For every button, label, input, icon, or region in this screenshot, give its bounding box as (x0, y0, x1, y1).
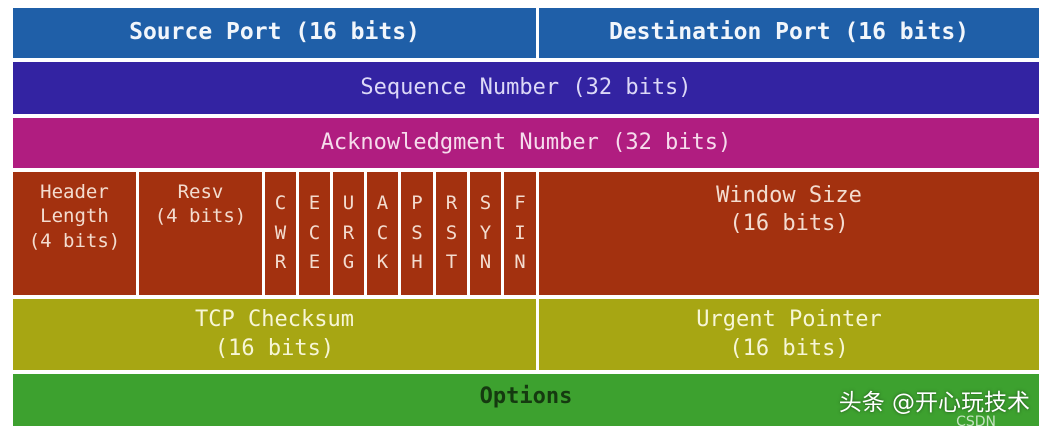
sequence-number-field: Sequence Number (32 bits) (13, 62, 1039, 114)
tcp-checksum-field: TCP Checksum (16 bits) (13, 299, 536, 370)
flag-rst: R S T (436, 172, 467, 295)
flag-fin: F I N (504, 172, 536, 295)
flag-cwr: C W R (265, 172, 296, 295)
header-length-field: Header Length (4 bits) (13, 172, 136, 295)
resv-field: Resv (4 bits) (139, 172, 262, 295)
window-size-field: Window Size (16 bits) (539, 172, 1039, 295)
acknowledgment-number-field: Acknowledgment Number (32 bits) (13, 118, 1039, 168)
flag-ece: E C E (299, 172, 330, 295)
urgent-pointer-field: Urgent Pointer (16 bits) (539, 299, 1039, 370)
flag-urg: U R G (333, 172, 364, 295)
watermark-sub-text: CSDN (956, 414, 996, 430)
flag-ack: A C K (367, 172, 398, 295)
flag-psh: P S H (401, 172, 433, 295)
flag-syn: S Y N (470, 172, 501, 295)
options-field: Options (13, 374, 1039, 426)
source-port-field: Source Port (16 bits) (13, 8, 536, 58)
destination-port-field: Destination Port (16 bits) (539, 8, 1039, 58)
watermark-text: 头条 @开心玩技术 (838, 390, 1030, 416)
